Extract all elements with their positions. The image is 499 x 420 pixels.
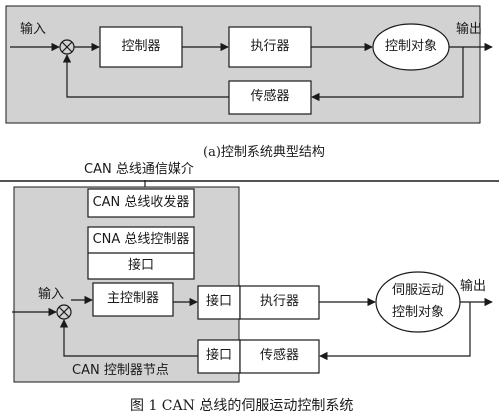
actuator-label-b: 执行器 bbox=[259, 294, 299, 310]
sensor-box-a bbox=[228, 80, 312, 115]
plant-label-a: 控制对象 bbox=[384, 38, 437, 54]
output-label-b: 输出 bbox=[460, 279, 487, 294]
main-controller-box bbox=[92, 282, 174, 317]
plant-label-b-line1: 伺服运动 bbox=[391, 282, 444, 298]
actuator-label-a: 执行器 bbox=[250, 38, 290, 54]
connectors-a bbox=[10, 42, 493, 102]
controller-box-a bbox=[99, 26, 183, 68]
can-node-label: CAN 控制器节点 bbox=[72, 363, 169, 378]
sensor-interface-label: 接口 bbox=[205, 348, 232, 364]
can-controller-label: CNA 总线控制器 bbox=[92, 231, 190, 247]
sensor-label-b: 传感器 bbox=[259, 348, 299, 364]
plant-label-b-line2: 控制对象 bbox=[391, 304, 444, 320]
bus-label: CAN 总线通信媒介 bbox=[84, 162, 194, 177]
figure-caption: 图 1 CAN 总线的伺服运动控制系统 bbox=[130, 398, 354, 414]
actuator-box-a bbox=[228, 26, 312, 68]
main-controller-label: 主控制器 bbox=[106, 291, 159, 307]
summing-junction-b bbox=[56, 304, 72, 320]
sensor-box-b bbox=[239, 339, 320, 374]
controller-label-a: 控制器 bbox=[121, 38, 161, 54]
actuator-box-b bbox=[239, 285, 320, 320]
input-label-a: 输入 bbox=[20, 22, 47, 37]
summing-junction-a bbox=[59, 39, 75, 55]
input-label-b: 输入 bbox=[38, 287, 65, 302]
can-interface-label: 接口 bbox=[127, 257, 154, 273]
transceiver-label: CAN 总线收发器 bbox=[92, 194, 190, 210]
panel-a-caption: (a)控制系统典型结构 bbox=[203, 145, 325, 160]
sensor-label-a: 传感器 bbox=[250, 89, 290, 105]
connectors-b bbox=[12, 295, 493, 361]
actuator-interface-label: 接口 bbox=[205, 294, 232, 310]
transceiver-box bbox=[87, 188, 195, 218]
output-label-a: 输出 bbox=[456, 22, 483, 37]
